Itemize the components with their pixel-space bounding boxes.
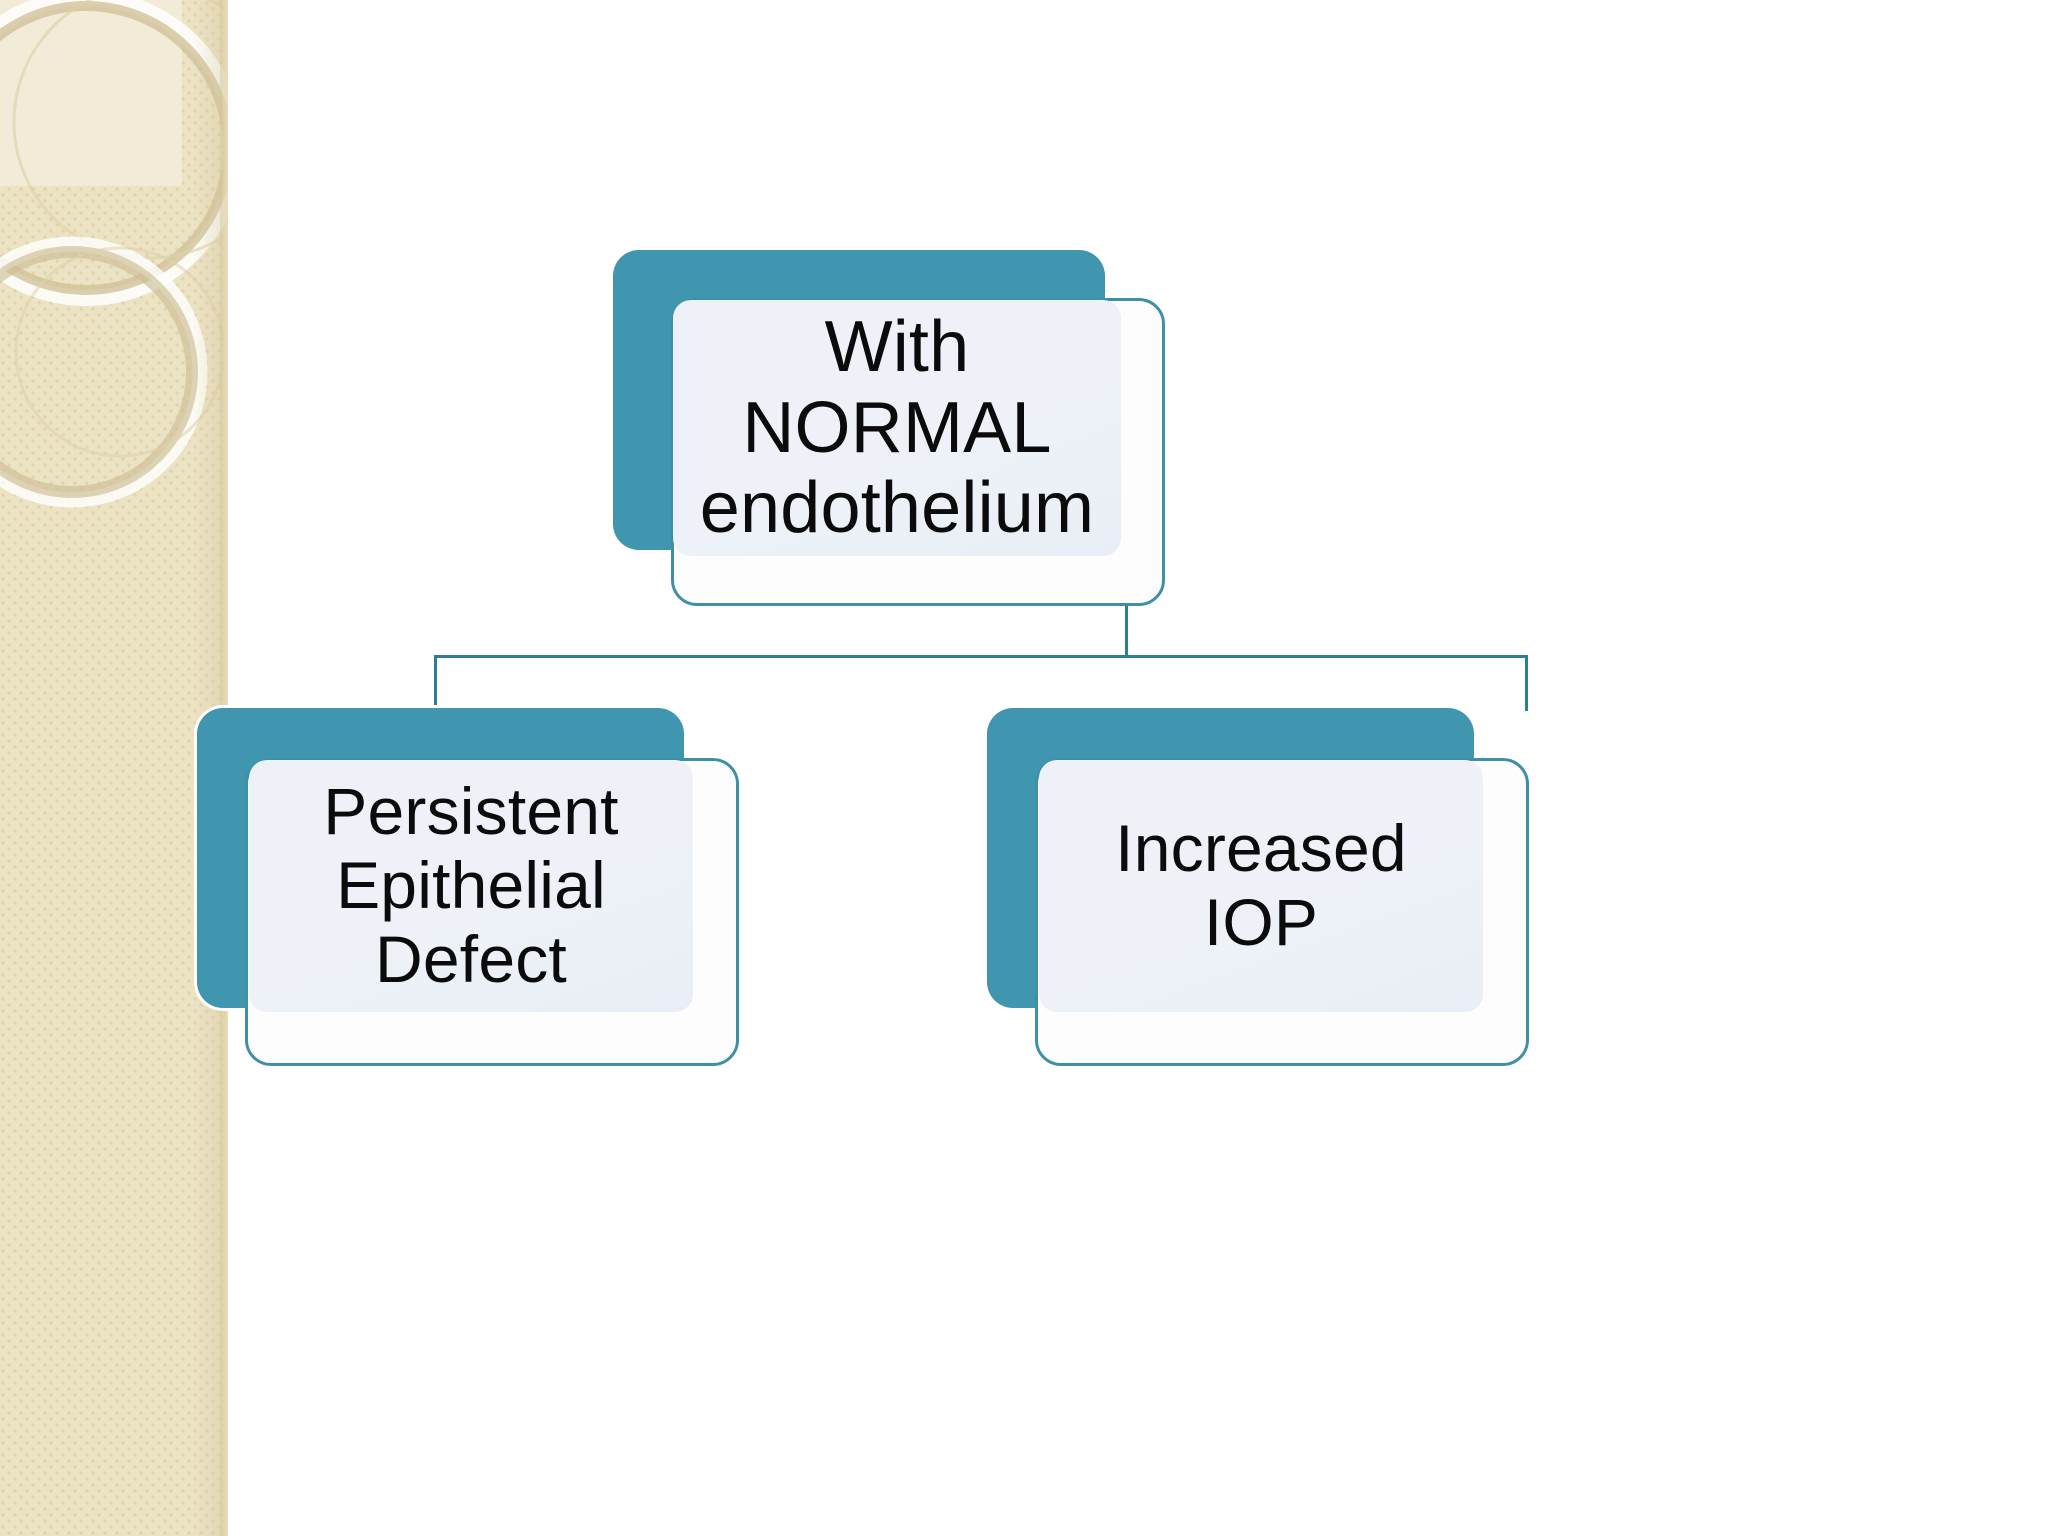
connector-drop-right [1525,655,1528,711]
connector-drop-left [434,655,437,711]
sidebar-light-block [0,0,182,186]
connector-root-stem [1125,606,1128,658]
decorative-sidebar [0,0,228,1536]
connector-horizontal-bus [434,655,1528,658]
sidebar-rings-graphic [0,0,228,508]
